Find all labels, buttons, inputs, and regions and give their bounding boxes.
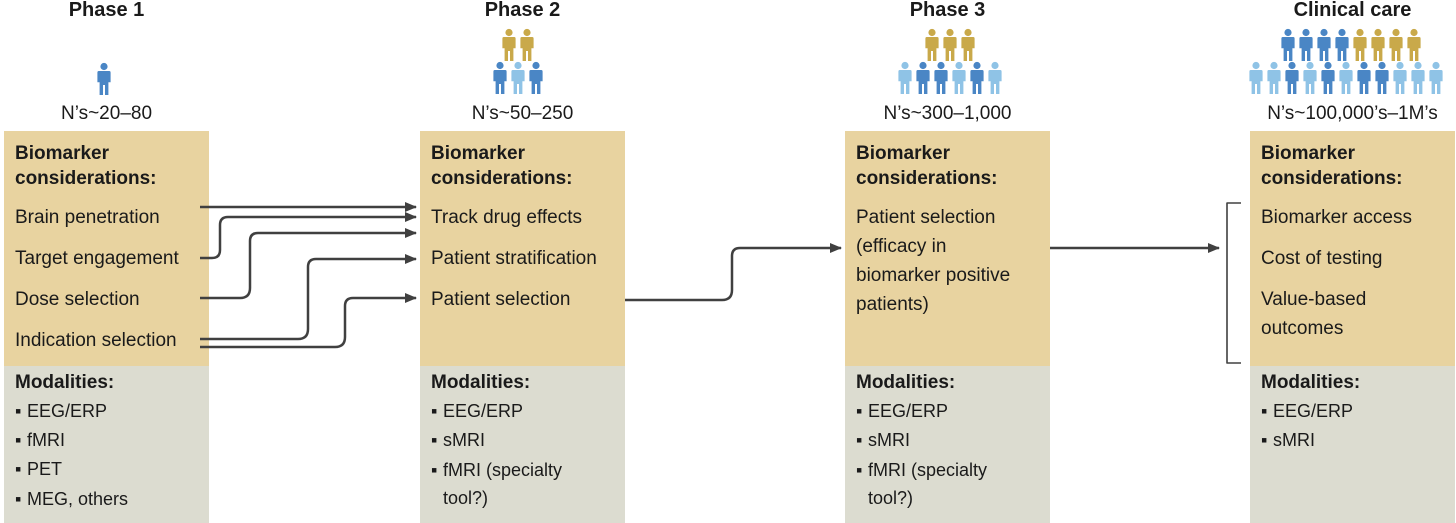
modality-item: ▪MEG, others (15, 485, 128, 514)
phase-title: Phase 2 (484, 0, 561, 21)
sample-size-label: N’s~20–80 (60, 103, 153, 124)
modality-item: ▪sMRI (1261, 426, 1315, 455)
bullet-icon: ▪ (856, 401, 863, 421)
bullet-icon: ▪ (431, 430, 438, 450)
biomarker-header: Biomarker considerations: (1261, 143, 1403, 189)
modality-item: ▪sMRI (431, 426, 485, 455)
phase-title: Phase 3 (909, 0, 986, 21)
phase-3-column: Phase 3 N’s~300–1,000 Biomarker consider… (845, 0, 1050, 523)
biomarker-item: Biomarker access (1261, 207, 1412, 228)
biomarker-item: Value-based (1261, 289, 1367, 310)
biomarker-item: Cost of testing (1261, 248, 1383, 269)
modality-item: ▪EEG/ERP (1261, 397, 1353, 426)
biomarker-item: patients) (856, 294, 929, 315)
bullet-icon: ▪ (15, 401, 22, 421)
clinical-care-column: Clinical care N’s~100,000’s–1M’s Biomark… (1250, 0, 1455, 523)
biomarker-item: Patient selection (431, 289, 571, 310)
bullet-icon: ▪ (1261, 430, 1268, 450)
biomarker-panel: Biomarker considerations: Brain penetrat… (4, 131, 209, 366)
modalities-header: Modalities: (1261, 372, 1361, 393)
biomarker-item: Target engagement (15, 248, 179, 269)
modality-item: tool?) (868, 488, 914, 508)
biomarker-header: Biomarker considerations: (431, 143, 573, 189)
modality-item: ▪fMRI (specialty (856, 456, 987, 485)
phase-title: Phase 1 (68, 0, 145, 21)
bullet-icon: ▪ (15, 489, 22, 509)
biomarker-item: Indication selection (15, 330, 177, 351)
biomarker-item: (efficacy in (856, 236, 947, 257)
modality-item: ▪EEG/ERP (15, 397, 107, 426)
bullet-icon: ▪ (1261, 401, 1268, 421)
biomarker-item: Dose selection (15, 289, 140, 310)
bullet-icon: ▪ (431, 460, 438, 480)
modalities-panel: Modalities: ▪EEG/ERP ▪fMRI ▪PET ▪MEG, ot… (4, 366, 209, 523)
modalities-header: Modalities: (431, 372, 531, 393)
phase-1-column: Phase 1 N’s~20–80 Biomarker consideratio… (4, 0, 209, 523)
biomarker-panel: Biomarker considerations: Patient select… (845, 131, 1050, 366)
biomarker-item: Patient selection (856, 207, 996, 228)
biomarker-item: Brain penetration (15, 207, 160, 228)
bullet-icon: ▪ (431, 401, 438, 421)
biomarker-item: Track drug effects (431, 207, 583, 228)
modalities-header: Modalities: (856, 372, 956, 393)
sample-size-label: N’s~300–1,000 (883, 103, 1012, 124)
bullet-icon: ▪ (856, 430, 863, 450)
modality-item: ▪PET (15, 455, 62, 484)
biomarker-panel: Biomarker considerations: Track drug eff… (420, 131, 625, 366)
phase-title: Clinical care (1293, 0, 1412, 21)
modalities-panel: Modalities: ▪EEG/ERP ▪sMRI ▪fMRI (specia… (420, 366, 625, 523)
modalities-header: Modalities: (15, 372, 115, 393)
biomarker-header: Biomarker considerations: (856, 143, 998, 189)
modality-item: ▪fMRI (15, 426, 65, 455)
modality-item: ▪sMRI (856, 426, 910, 455)
modalities-panel: Modalities: ▪EEG/ERP ▪sMRI (1250, 366, 1455, 523)
biomarker-header: Biomarker considerations: (15, 143, 157, 189)
sample-size-label: N’s~50–250 (471, 103, 574, 124)
bullet-icon: ▪ (856, 460, 863, 480)
modality-item: ▪EEG/ERP (431, 397, 523, 426)
sample-size-label: N’s~100,000’s–1M’s (1267, 103, 1438, 124)
biomarker-item: biomarker positive (856, 265, 1011, 286)
biomarker-item: Patient stratification (431, 248, 597, 269)
bullet-icon: ▪ (15, 459, 22, 479)
modality-item: ▪EEG/ERP (856, 397, 948, 426)
bullet-icon: ▪ (15, 430, 22, 450)
phase-2-column: Phase 2 N’s~50–250 Biomarker considerati… (420, 0, 625, 523)
modality-item: tool?) (443, 488, 489, 508)
modality-item: ▪fMRI (specialty (431, 456, 562, 485)
biomarker-panel: Biomarker considerations: Biomarker acce… (1250, 131, 1455, 366)
modalities-panel: Modalities: ▪EEG/ERP ▪sMRI ▪fMRI (specia… (845, 366, 1050, 523)
biomarker-item: outcomes (1261, 318, 1344, 339)
